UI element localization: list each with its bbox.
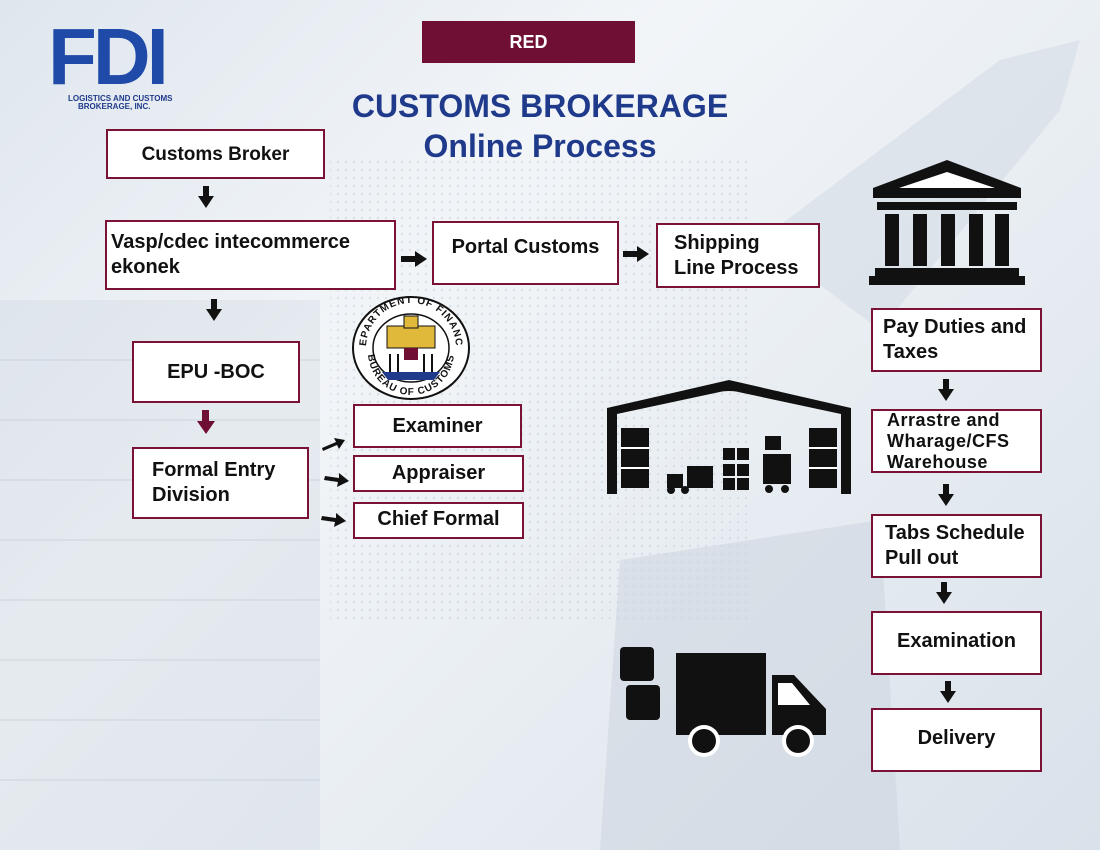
formal-entry-line2: Division [152,484,230,506]
delivery-label: Delivery [917,727,996,749]
appraiser-box: Appraiser [353,455,524,492]
arrow-down-2 [206,299,222,321]
arrow-down-6 [940,681,956,703]
red-tag: RED [422,21,635,63]
epu-boc-label: EPU -BOC [167,360,265,383]
tabs-schedule-line1: Tabs Schedule [885,522,1025,544]
arrastre-line1: Arrastre and [887,409,1001,430]
pay-duties-line1: Pay Duties and [883,316,1027,338]
page-title: CUSTOMS BROKERAGE [351,88,729,124]
vasp-box: Vasp/cdec intecommerce ekonek [105,220,396,290]
shipping-line-box: Shipping Line Process [656,223,820,288]
customs-seal-icon: DEPARTMENT OF FINANCE BUREAU OF CUSTOMS [352,296,470,400]
arrastre-line3: Warehouse [887,451,988,472]
chief-formal-label: Chief Formal [377,508,500,530]
examination-box: Examination [871,611,1042,675]
examiner-label: Examiner [392,415,483,437]
shipping-line1: Shipping [674,231,760,254]
shipping-line2: Line Process [674,256,799,279]
pay-duties-line2: Taxes [883,341,939,363]
tabs-schedule-box: Tabs Schedule Pull out [871,514,1042,578]
arrastre-line2: Wharage/CFS [887,430,1010,451]
arrow-down-1 [198,186,214,208]
arrow-down-maroon [197,410,215,434]
vasp-line2: ekonek [111,256,180,278]
logo-caption: LOGISTICS AND CUSTOMS BROKERAGE, INC. [68,95,172,111]
examination-label: Examination [897,630,1016,652]
arrow-right-2 [623,246,649,262]
tabs-schedule-line2: Pull out [885,547,959,569]
bank-building-icon [869,160,1025,285]
delivery-box: Delivery [871,708,1042,772]
pay-duties-box: Pay Duties and Taxes [871,308,1042,372]
arrow-down-4 [938,484,954,506]
customs-broker-box: Customs Broker [106,129,325,179]
formal-entry-line1: Formal Entry [152,459,276,481]
fdi-logo-mark: FDI [48,12,169,101]
arrastre-box: Arrastre and Wharage/CFS Warehouse [871,409,1042,473]
examiner-box: Examiner [353,404,522,448]
arrow-down-5 [936,582,952,604]
appraiser-label: Appraiser [391,462,486,484]
chief-formal-box: Chief Formal [353,502,524,539]
arrow-to-appraiser [324,473,349,487]
warehouse-icon [607,380,851,494]
logo-letters: FDI [48,12,165,99]
portal-customs-box: Portal Customs [432,221,619,285]
vasp-line1: Vasp/cdec intecommerce [111,231,351,253]
arrow-to-examiner [322,438,345,451]
page-subtitle: Online Process [423,128,657,164]
delivery-truck-icon [620,647,826,757]
portal-customs-label: Portal Customs [451,236,600,258]
fdi-logo: FDI [48,4,169,114]
arrow-down-3 [938,379,954,401]
customs-broker-label: Customs Broker [141,143,290,165]
arrow-to-chief [321,513,346,527]
logo-caption-line2: BROKERAGE, INC. [78,102,151,111]
epu-boc-box: EPU -BOC [132,341,300,403]
formal-entry-box: Formal Entry Division [132,447,309,519]
arrow-right-1 [401,251,427,267]
logo-caption-line1: LOGISTICS AND CUSTOMS [68,94,173,103]
